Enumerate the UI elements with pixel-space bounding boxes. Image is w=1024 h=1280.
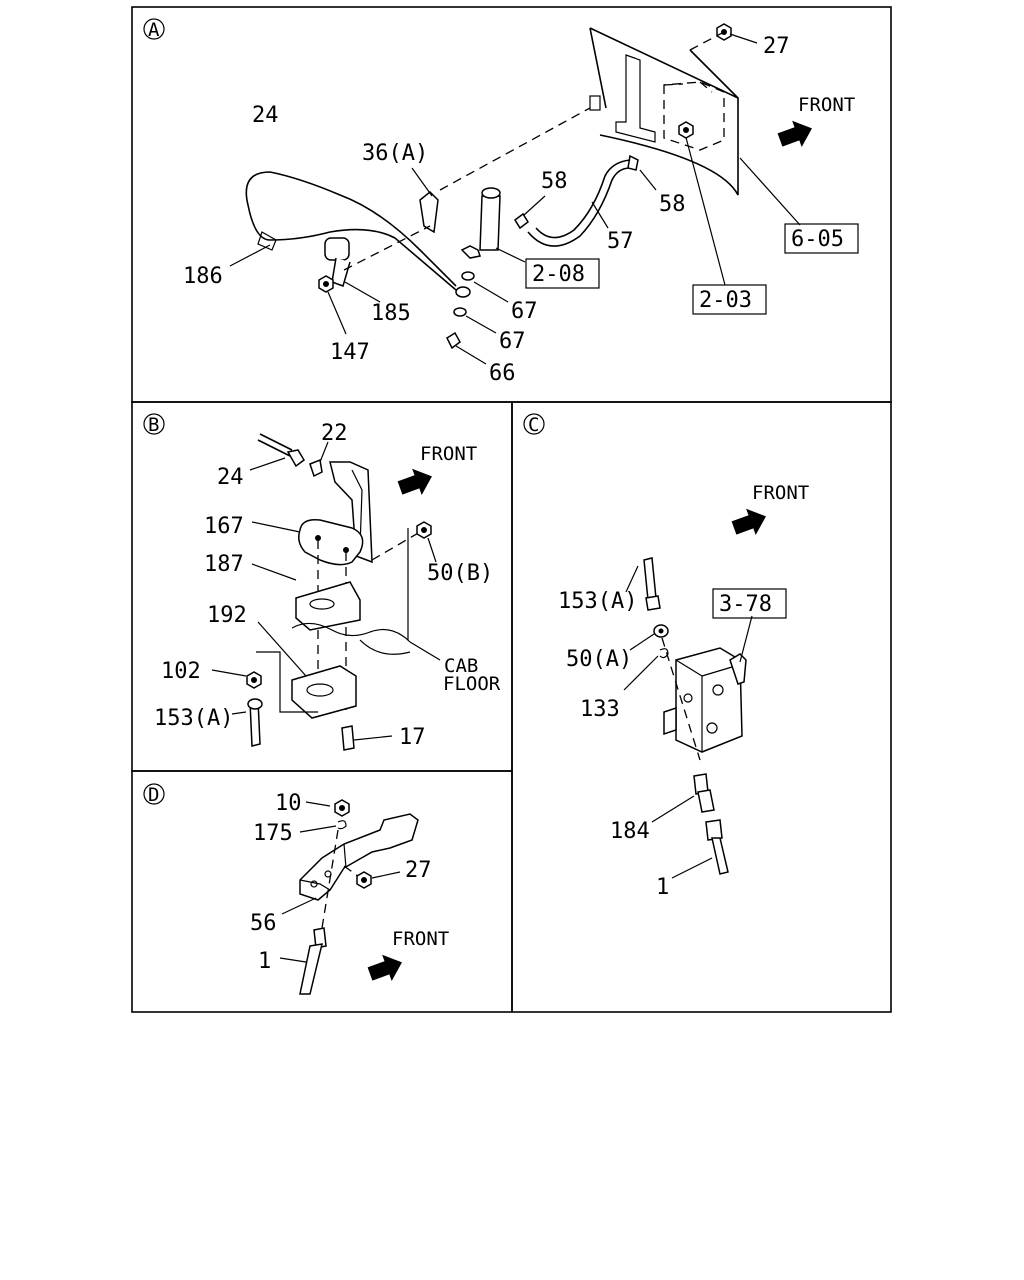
label-1d: 1 xyxy=(258,949,271,974)
label-175: 175 xyxy=(253,821,293,846)
label-cab: CAB xyxy=(444,655,478,677)
panel-d-marker-circle xyxy=(143,783,165,805)
panel-a-marker: A xyxy=(148,19,160,41)
label-27: 27 xyxy=(763,34,790,59)
label-186: 186 xyxy=(183,264,223,289)
ref-3-78: 3-78 xyxy=(719,592,772,617)
cable-24 xyxy=(245,171,457,291)
label-153a-b: 153(A) xyxy=(154,706,233,731)
label-58a: 58 xyxy=(541,169,568,194)
label-10: 10 xyxy=(275,791,302,816)
front-arrow-c xyxy=(729,503,771,542)
front-arrow-a xyxy=(775,115,817,154)
front-arrow-d xyxy=(365,949,407,988)
panel-b: B xyxy=(143,413,501,751)
ref-6-05: 6-05 xyxy=(791,227,844,252)
panel-c: C 153(A) 50(A) 133 184 1 xyxy=(523,413,809,900)
label-24: 24 xyxy=(252,103,279,128)
panel-c-marker: C xyxy=(528,414,539,436)
panel-c-frame xyxy=(511,401,892,1013)
label-133: 133 xyxy=(580,697,620,722)
panel-b-marker-circle xyxy=(143,413,165,435)
label-24b: 24 xyxy=(217,465,244,490)
panel-d-frame xyxy=(131,770,513,1013)
label-167: 167 xyxy=(204,514,244,539)
ref-box-3-78 xyxy=(712,588,787,619)
label-187: 187 xyxy=(204,552,244,577)
label-1c: 1 xyxy=(656,875,669,900)
label-102: 102 xyxy=(161,659,201,684)
front-label-c: FRONT xyxy=(752,482,809,504)
label-56: 56 xyxy=(250,911,277,936)
panel-d: D 10 175 27 56 1 FRONT xyxy=(143,783,449,995)
front-label-d: FRONT xyxy=(392,928,449,950)
cab-body-panel xyxy=(589,27,739,196)
ref-box-2-03 xyxy=(692,284,767,315)
front-label-b: FRONT xyxy=(420,443,477,465)
label-67b: 67 xyxy=(499,329,526,354)
ref-2-03: 2-03 xyxy=(699,288,752,313)
label-57: 57 xyxy=(607,229,634,254)
panel-a-marker-circle xyxy=(143,18,165,40)
label-58b: 58 xyxy=(659,192,686,217)
label-50b: 50(B) xyxy=(427,561,493,586)
label-153a-c: 153(A) xyxy=(558,589,637,614)
ref-box-6-05 xyxy=(784,223,859,254)
ref-2-08: 2-08 xyxy=(532,262,585,287)
label-17: 17 xyxy=(399,725,426,750)
panel-c-marker-circle xyxy=(523,413,545,435)
panel-b-marker: B xyxy=(148,414,159,436)
label-147: 147 xyxy=(330,340,370,365)
label-36a: 36(A) xyxy=(362,141,428,166)
label-22: 22 xyxy=(321,421,348,446)
label-184: 184 xyxy=(610,819,650,844)
label-50a: 50(A) xyxy=(566,647,632,672)
panel-d-marker: D xyxy=(148,784,159,806)
ref-box-2-08 xyxy=(525,258,600,289)
front-label-a: FRONT xyxy=(798,94,855,116)
label-192: 192 xyxy=(207,603,247,628)
label-185: 185 xyxy=(371,301,411,326)
label-27d: 27 xyxy=(405,858,432,883)
front-arrow-b xyxy=(395,463,437,502)
label-floor: FLOOR xyxy=(443,673,501,695)
panel-a: A xyxy=(143,18,859,386)
label-67a: 67 xyxy=(511,299,538,324)
label-66: 66 xyxy=(489,361,516,386)
